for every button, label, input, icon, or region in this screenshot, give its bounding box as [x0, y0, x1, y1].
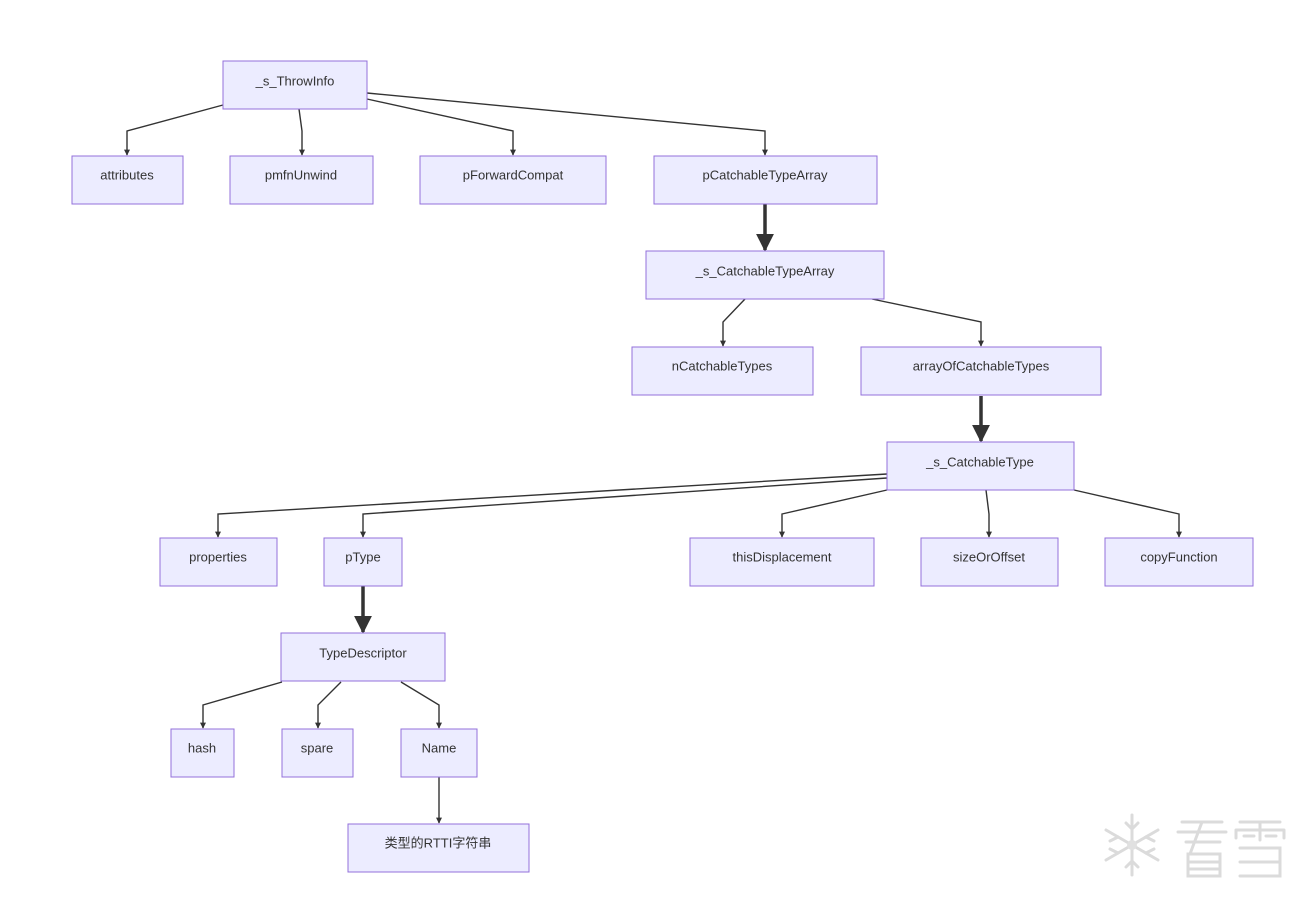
- node-label: sizeOrOffset: [953, 549, 1025, 564]
- node-sizeoroffset: sizeOrOffset: [920, 537, 1059, 587]
- node-label: nCatchableTypes: [672, 358, 773, 373]
- node-label: _s_CatchableType: [925, 454, 1034, 469]
- edge-catchabletype-copyfunction: [1073, 489, 1182, 538]
- node-label: _s_ThrowInfo: [255, 73, 335, 88]
- node-label: pForwardCompat: [463, 167, 564, 182]
- node-arrayofcatchabletypes: arrayOfCatchableTypes: [860, 346, 1102, 396]
- edge-typedescriptor-hash: [200, 681, 283, 729]
- node-label: copyFunction: [1140, 549, 1217, 564]
- edge-typedescriptor-name: [400, 681, 442, 729]
- node-box: [689, 537, 875, 587]
- edge-catchabletypearray-arrayofcatchabletypes: [871, 298, 984, 347]
- edge-catchabletype-thisdisplacement: [779, 489, 888, 538]
- node-label: pmfnUnwind: [265, 167, 337, 182]
- node-name: Name: [400, 728, 478, 778]
- node-label: hash: [188, 740, 216, 755]
- node-thisdisplacement: thisDisplacement: [689, 537, 875, 587]
- node-box: [229, 155, 374, 205]
- node-box: [645, 250, 885, 300]
- node-label: 类型的RTTI字符串: [385, 835, 492, 850]
- node-label: Name: [422, 740, 457, 755]
- edge-catchabletype-ptype: [360, 477, 888, 538]
- node-pforwardcompat: pForwardCompat: [419, 155, 607, 205]
- node-ptype: pType: [323, 537, 403, 587]
- node-spare: spare: [281, 728, 354, 778]
- node-box: [281, 728, 354, 778]
- node-box: [419, 155, 607, 205]
- node-box: [159, 537, 278, 587]
- node-box: [400, 728, 478, 778]
- node-label: thisDisplacement: [733, 549, 832, 564]
- node-label: attributes: [100, 167, 154, 182]
- nodes-layer: _s_ThrowInfo attributes pmfnUnwind pForw…: [71, 60, 1254, 873]
- node-label: _s_CatchableTypeArray: [695, 263, 835, 278]
- node-box: [1104, 537, 1254, 587]
- edge-typedescriptor-spare: [315, 681, 342, 729]
- node-label: pCatchableTypeArray: [702, 167, 828, 182]
- edges-layer: [124, 92, 1182, 824]
- node-box: [170, 728, 235, 778]
- node-label: spare: [301, 740, 334, 755]
- watermark-logo: [1104, 813, 1286, 878]
- node-label: TypeDescriptor: [319, 645, 407, 660]
- node-box: [886, 441, 1075, 491]
- node-box: [920, 537, 1059, 587]
- node-catchabletypearray: _s_CatchableTypeArray: [645, 250, 885, 300]
- edge-throwinfo-attributes: [124, 104, 224, 156]
- node-rtti-string: 类型的RTTI字符串: [347, 823, 530, 873]
- node-box: [860, 346, 1102, 396]
- node-box: [653, 155, 878, 205]
- edge-catchabletype-properties: [215, 473, 888, 538]
- node-label: pType: [345, 549, 380, 564]
- node-typedescriptor: TypeDescriptor: [280, 632, 446, 682]
- node-box: [347, 823, 530, 873]
- edge-catchabletypearray-ncatchabletypes: [720, 298, 746, 347]
- node-box: [280, 632, 446, 682]
- node-box: [71, 155, 184, 205]
- node-pcatchabletypearray: pCatchableTypeArray: [653, 155, 878, 205]
- node-properties: properties: [159, 537, 278, 587]
- node-ncatchabletypes: nCatchableTypes: [631, 346, 814, 396]
- edge-catchabletype-sizeoroffset: [985, 489, 992, 538]
- edge-throwinfo-pmfnunwind: [298, 108, 305, 156]
- node-label: properties: [189, 549, 247, 564]
- watermark-text-logo: [1176, 820, 1286, 878]
- node-label: arrayOfCatchableTypes: [913, 358, 1050, 373]
- node-box: [631, 346, 814, 396]
- node-throwinfo: _s_ThrowInfo: [222, 60, 368, 110]
- node-box: [323, 537, 403, 587]
- snowflake-logo-icon: [1104, 813, 1160, 877]
- node-box: [222, 60, 368, 110]
- node-attributes: attributes: [71, 155, 184, 205]
- edge-throwinfo-pforwardcompat: [366, 98, 516, 156]
- node-hash: hash: [170, 728, 235, 778]
- node-copyfunction: copyFunction: [1104, 537, 1254, 587]
- edge-throwinfo-pcatchabletypearray: [366, 92, 768, 156]
- node-pmfnunwind: pmfnUnwind: [229, 155, 374, 205]
- node-catchabletype: _s_CatchableType: [886, 441, 1075, 491]
